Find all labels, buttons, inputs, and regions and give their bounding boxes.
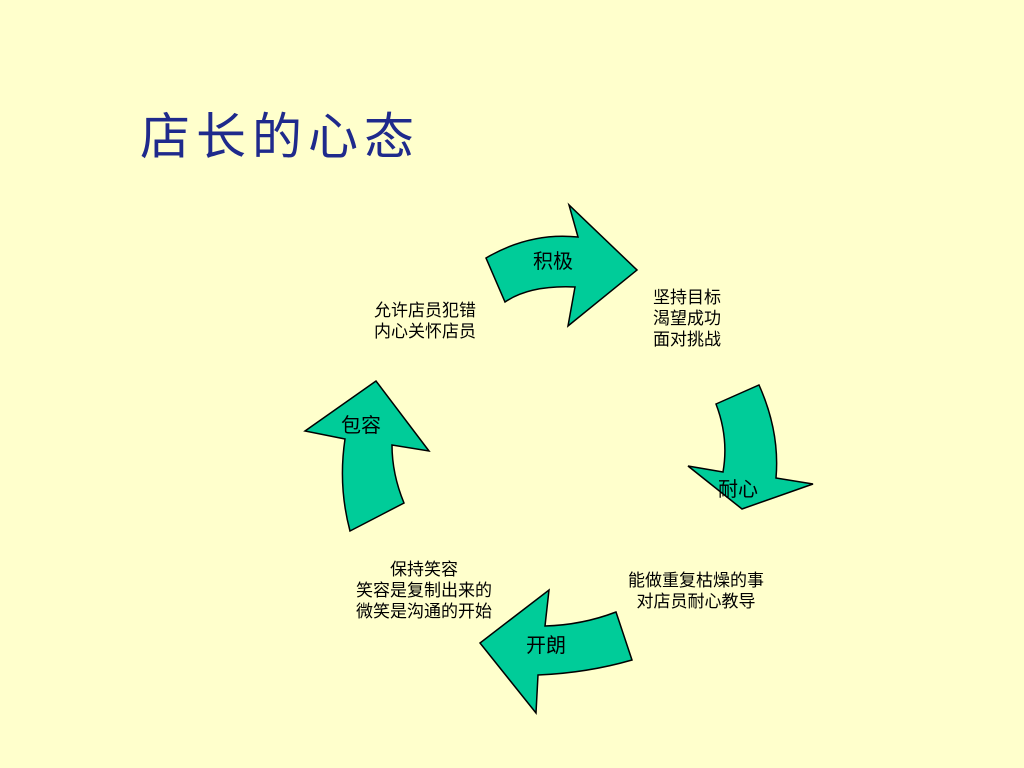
arrow-top-positive xyxy=(485,202,639,328)
slide-title: 店长的心态 xyxy=(140,108,420,166)
note-cheerful-line: 笑容是复制出来的 xyxy=(356,581,492,601)
note-positive: 坚持目标 渴望成功 面对挑战 xyxy=(653,288,721,351)
arrow-label-positive: 积极 xyxy=(533,249,573,273)
note-tolerance-line: 允许店员犯错 xyxy=(374,301,476,321)
note-cheerful-line: 保持笑容 xyxy=(390,560,458,580)
arrow-bottom-cheerful xyxy=(478,588,633,716)
note-patience-line: 对店员耐心教导 xyxy=(636,592,756,612)
note-patience: 能做重复枯燥的事 对店员耐心教导 xyxy=(598,571,794,613)
note-cheerful-line: 微笑是沟通的开始 xyxy=(356,602,492,622)
arrow-right-patience xyxy=(687,384,814,510)
note-positive-line: 渴望成功 xyxy=(653,309,721,329)
arrow-label-patience: 耐心 xyxy=(718,477,758,501)
note-positive-line: 坚持目标 xyxy=(653,288,721,308)
arrow-label-tolerance: 包容 xyxy=(341,413,381,437)
note-cheerful: 保持笑容 笑容是复制出来的 微笑是沟通的开始 xyxy=(332,560,516,623)
arrow-left-tolerance xyxy=(303,379,431,533)
note-patience-line: 能做重复枯燥的事 xyxy=(628,571,764,591)
arrow-label-cheerful: 开朗 xyxy=(526,633,566,657)
note-tolerance: 允许店员犯错 内心关怀店员 xyxy=(350,301,500,343)
note-tolerance-line: 内心关怀店员 xyxy=(374,322,476,342)
note-positive-line: 面对挑战 xyxy=(653,330,721,350)
